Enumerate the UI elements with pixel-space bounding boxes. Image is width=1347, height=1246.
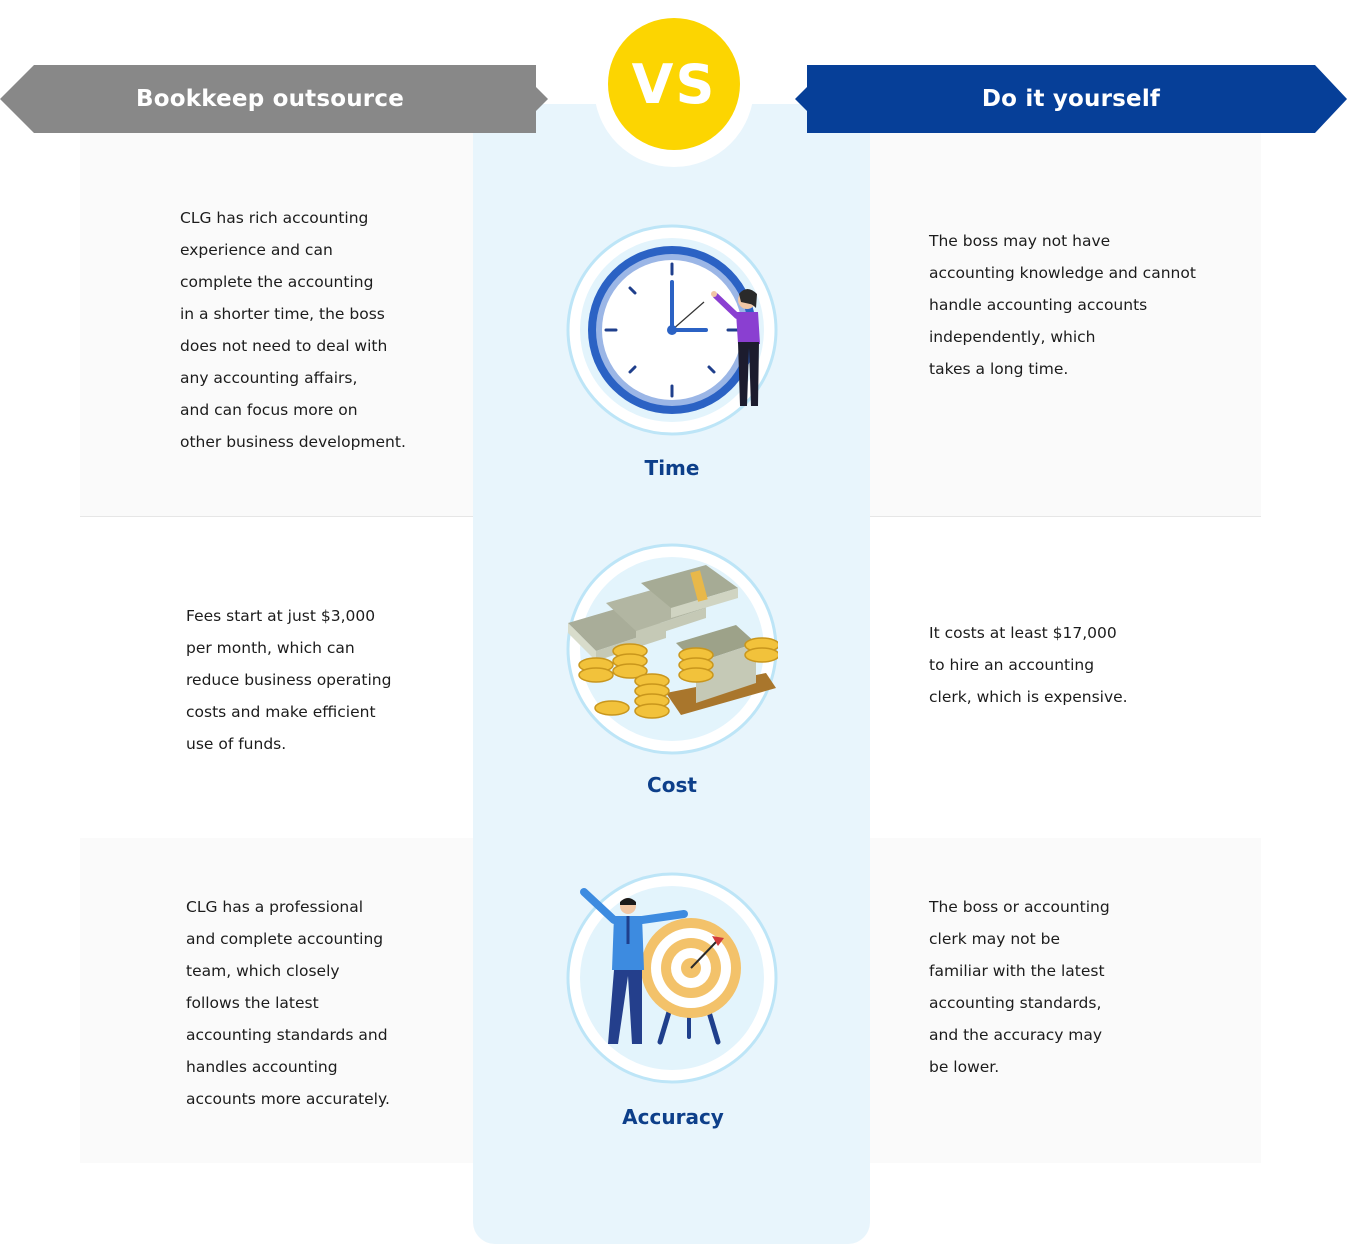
target-icon [566,872,778,1084]
right-banner: Do it yourself [795,65,1347,133]
vs-badge: VS [608,18,740,150]
left-banner-title: Bookkeep outsource [136,86,404,112]
accuracy-category-label: Accuracy [622,1105,724,1129]
time-right-text: The boss may not have accounting knowled… [929,232,1196,378]
row-divider [870,516,1261,517]
cost-category-label: Cost [647,773,697,797]
row-divider [80,516,473,517]
money-icon [566,543,778,755]
clock-icon [566,224,778,436]
cost-right-text: It costs at least $17,000 to hire an acc… [929,624,1128,706]
left-banner: Bookkeep outsource [0,65,548,133]
cost-left-text: Fees start at just $3,000 per month, whi… [186,607,392,753]
row-accuracy-right-panel [870,838,1261,1163]
row-time-right-panel [870,133,1261,516]
row-accuracy-left-panel [80,838,473,1163]
time-left-text: CLG has rich accounting experience and c… [180,209,406,451]
row-time-left-panel [80,133,473,516]
accuracy-left-text: CLG has a professional and complete acco… [186,898,390,1108]
time-category-label: Time [644,456,700,480]
right-banner-title: Do it yourself [981,86,1161,112]
accuracy-right-text: The boss or accounting clerk may not be … [929,898,1110,1076]
